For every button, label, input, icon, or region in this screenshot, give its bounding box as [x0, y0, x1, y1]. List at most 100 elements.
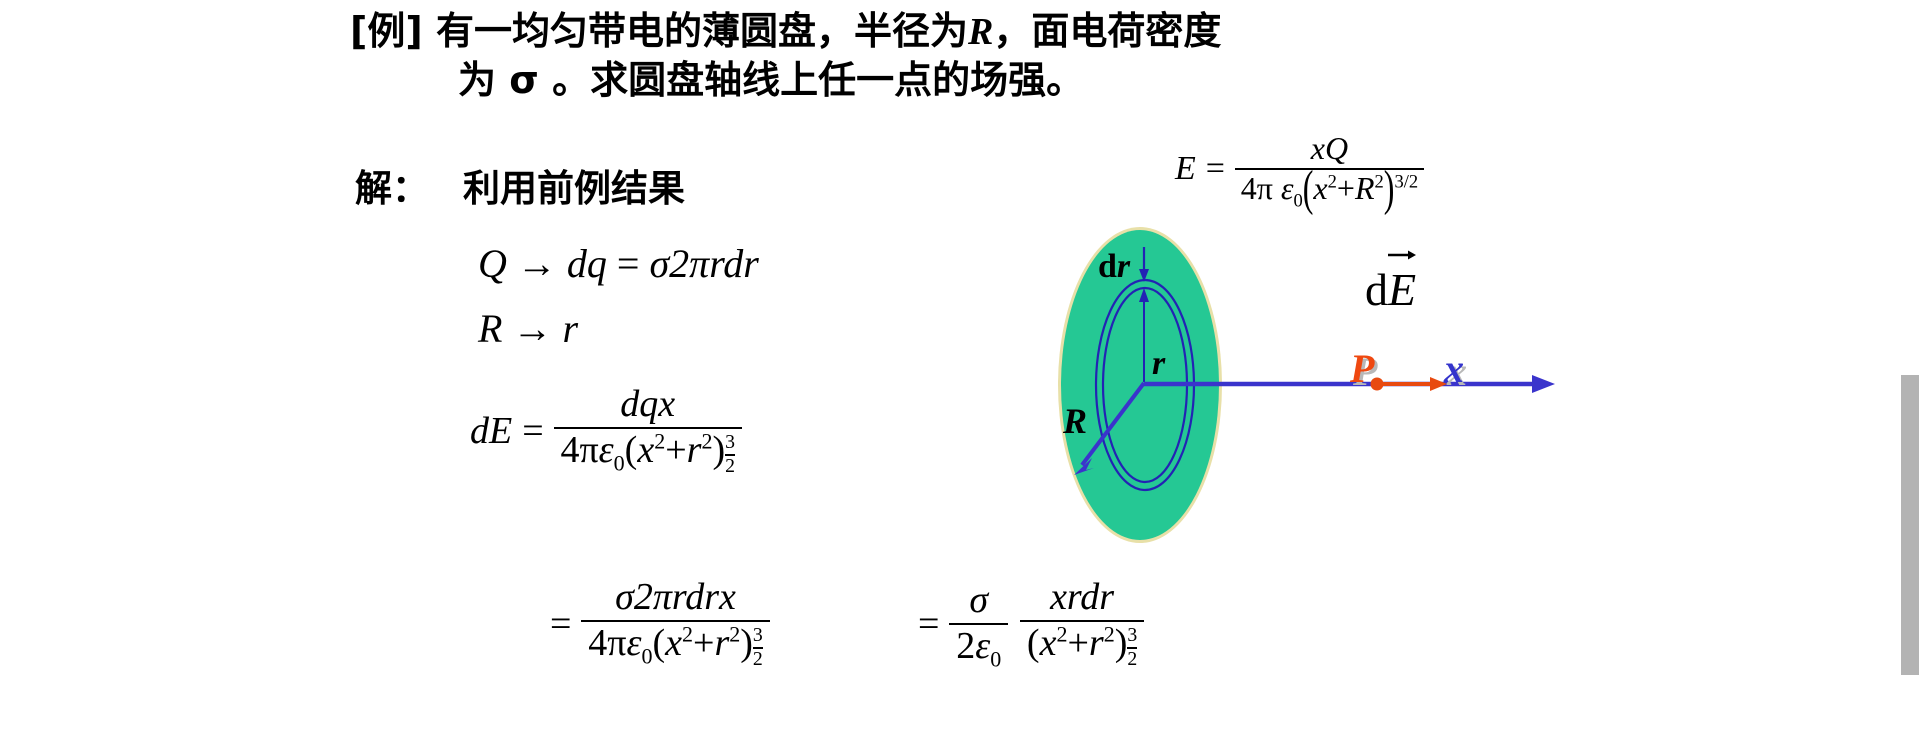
eq-top-den-epsilon: ε — [1280, 169, 1294, 206]
label-r: r — [1152, 345, 1166, 382]
eq-de-power-numerator: 3 — [725, 431, 735, 454]
solution-text: 利用前例结果 — [463, 167, 685, 210]
label-dE-d: d — [1365, 264, 1388, 315]
eq-de-den-r-exponent: 2 — [701, 428, 713, 454]
eq-top-den-x-exponent: 2 — [1327, 170, 1337, 192]
eq-top-den-R-exponent: 2 — [1374, 170, 1384, 192]
eq-step3-prefactor-denominator: 2ε0 — [949, 624, 1008, 670]
eq-step3-den-r-exponent: 2 — [1103, 621, 1115, 647]
eq-step2-den-epsilon: ε — [626, 621, 642, 664]
title-text-3: 为 — [458, 57, 510, 102]
eq-de-den-close-paren: ) — [712, 428, 726, 471]
eq-step3-prefactor-bar — [949, 622, 1009, 625]
eq-step2-fraction-bar — [581, 619, 770, 622]
label-R: R — [1063, 401, 1088, 441]
vector-arrow-icon — [1388, 250, 1416, 260]
eq-de-power-bar — [725, 454, 735, 456]
solution-label: 解： — [355, 167, 429, 210]
dE-vector-arrow-head — [1430, 377, 1447, 391]
eq-step3-prefactor-epsilon-sub: 0 — [990, 646, 1002, 672]
eq-step2-den-x: x — [665, 621, 682, 664]
eq-top-numerator: xQ — [1310, 130, 1349, 166]
eq-top-lhs: E — [1175, 149, 1196, 187]
eq-top-den-power: 3/2 — [1394, 170, 1419, 192]
eq-top-den-x: x — [1313, 169, 1328, 206]
eq-top-equals: = — [1205, 149, 1225, 187]
eq-de-den-four-pi: 4π — [560, 428, 599, 471]
eq-top-fraction-bar — [1234, 167, 1424, 170]
title-text-4: 。求圆盘轴线上任一点的场强。 — [538, 57, 1085, 102]
charged-disk-diagram: dr r R dE P x — [1020, 225, 1620, 575]
page-title: [例] 有一均匀带电的薄圆盘，半径为R，面电荷密度 为 σ 。求圆盘轴线上任一点… — [350, 8, 1450, 104]
R-arrow-head — [1074, 458, 1094, 475]
eq-step3-main-numerator: xrdr — [1050, 576, 1115, 618]
label-dr-d: d — [1098, 248, 1117, 285]
eq-de-den-epsilon-sub: 0 — [613, 450, 625, 476]
eq-step3-den-close-paren: ) — [1114, 621, 1128, 664]
eq-de-equals: = — [522, 409, 544, 452]
eq-step3-den-open-paren: ( — [1026, 621, 1040, 664]
x-axis-arrow-head — [1532, 375, 1555, 393]
eq-q-Q: Q — [478, 241, 507, 286]
eq-step3-den-x-exponent: 2 — [1056, 621, 1068, 647]
eq-step2-den-plus: + — [693, 621, 715, 664]
eq-r-r: r — [562, 306, 579, 351]
eq-step3-den-plus: + — [1067, 621, 1089, 664]
vertical-scrollbar-track[interactable] — [1901, 0, 1919, 739]
label-point-P: P — [1350, 346, 1375, 391]
eq-q-equals: = — [616, 241, 640, 286]
equation-point-charge-disk: E = xQ 4π ε0(x2+R2)3/2 — [1175, 130, 1424, 213]
title-line-1: [例] 有一均匀带电的薄圆盘，半径为R，面电荷密度 — [350, 8, 1450, 57]
eq-top-den-R: R — [1354, 169, 1375, 206]
eq-de-power-denominator: 2 — [725, 454, 735, 477]
title-text-2: ，面电荷密度 — [993, 9, 1222, 53]
label-dr: dr — [1098, 248, 1130, 286]
eq-step2-equals: = — [550, 602, 572, 645]
eq-de-den-plus: + — [665, 428, 687, 471]
eq-r-R: R — [478, 306, 503, 351]
dr-arrow-head — [1139, 269, 1149, 282]
eq-top-den-plus: + — [1336, 169, 1355, 206]
eq-step3-prefactor-two: 2 — [956, 624, 976, 667]
diagram-svg — [1058, 227, 1555, 543]
point-P-marker — [1370, 377, 1384, 391]
label-dE-E: E — [1388, 250, 1417, 316]
eq-step3-prefactor-numerator: σ — [969, 578, 989, 621]
eq-top-den-close-paren: ) — [1383, 159, 1395, 216]
title-text-1: 有一均匀带电的薄圆盘，半径为 — [422, 9, 968, 53]
solution-heading: 解： 利用前例结果 — [355, 158, 685, 212]
vertical-scrollbar-thumb[interactable] — [1901, 375, 1919, 675]
R-arrow-line — [1080, 381, 1146, 467]
r-arrow-head — [1139, 288, 1149, 302]
label-axis-x: x — [1444, 346, 1464, 391]
eq-step2-numerator: σ2πrdrx — [615, 576, 736, 618]
eq-top-denominator: 4π ε0(x2+R2)3/2 — [1235, 161, 1424, 212]
eq-de-den-open-paren: ( — [624, 428, 638, 471]
label-dr-r: r — [1116, 248, 1131, 285]
label-dE-E-letter: E — [1388, 264, 1417, 315]
example-tag: [例] — [350, 9, 423, 53]
eq-de-numerator: dqx — [620, 383, 676, 425]
eq-de-den-x: x — [637, 428, 655, 471]
eq-top-den-four-pi: 4π — [1240, 169, 1281, 206]
eq-step2-den-open-paren: ( — [652, 621, 666, 664]
eq-step3-prefactor-fraction: σ 2ε0 — [949, 578, 1009, 670]
eq-top-den-open-paren: ( — [1302, 159, 1314, 216]
eq-q-arrow-icon: → — [516, 241, 557, 286]
equation-charge-element: Q→dq=σ2πrdr — [478, 240, 759, 287]
eq-step2-power-denominator: 2 — [752, 647, 763, 670]
eq-step3-main-bar — [1020, 619, 1145, 622]
eq-q-rhs: σ2πrdr — [649, 241, 759, 286]
eq-top-den-epsilon-sub: 0 — [1293, 189, 1303, 211]
eq-step3-power-numerator: 3 — [1127, 624, 1138, 647]
eq-step2-den-x-exponent: 2 — [681, 621, 693, 647]
